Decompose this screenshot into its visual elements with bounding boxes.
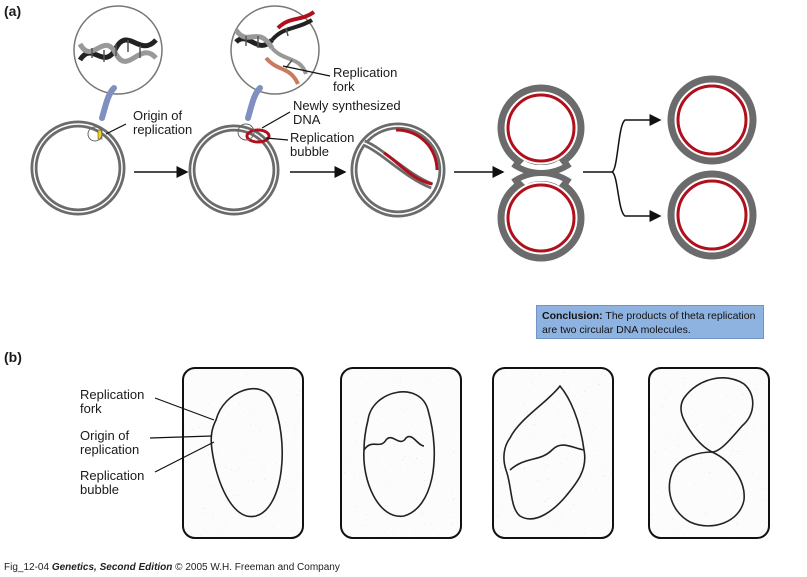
figure-eight-dna (497, 84, 585, 262)
origin-label-a-line2: replication (133, 122, 192, 137)
conclusion-heading: Conclusion: (542, 310, 603, 322)
bubble-label-b-line2: bubble (80, 482, 119, 497)
micrograph-4 (648, 367, 770, 539)
circular-dna-step2 (188, 123, 280, 216)
origin-label-a-line1: Origin of (133, 108, 183, 123)
caption-fig-id: Fig_12-04 (4, 562, 50, 573)
conclusion-text: The products of theta replication are tw… (542, 310, 756, 336)
fork-label-a-line1: Replication (333, 65, 397, 80)
panel-a-label: (a) (4, 3, 21, 19)
replication-bubble-small (245, 128, 271, 144)
caption-book: Genetics, Second Edition (51, 562, 173, 573)
bubble-label-a-line2: bubble (290, 144, 329, 159)
helix-inset-2 (230, 5, 320, 121)
daughter-circle-top (667, 75, 757, 165)
origin-label-b-line2: replication (80, 442, 139, 457)
conclusion-box: Conclusion: The products of theta replic… (536, 305, 764, 339)
panel-b-label: (b) (4, 349, 22, 365)
panel-b-leader-lines (149, 397, 215, 473)
caption-credit: © 2005 W.H. Freeman and Company (175, 562, 340, 573)
micrograph-2 (340, 367, 462, 539)
newly-synth-label-line1: Newly synthesized (293, 98, 401, 113)
fork-label-b-line1: Replication (80, 387, 144, 402)
inset-arrow-2 (245, 85, 263, 121)
fork-label-a-line2: fork (333, 79, 355, 94)
branch-arrows (583, 114, 662, 222)
daughter-circle-bottom (667, 170, 757, 260)
bubble-label-a-line1: Replication (290, 130, 354, 145)
inset-arrow-1 (99, 85, 117, 121)
fork-label-b-line2: fork (80, 401, 102, 416)
helix-inset-1 (73, 5, 163, 142)
origin-label-b-line1: Origin of (80, 428, 130, 443)
circular-dna-step3 (350, 122, 446, 218)
micrograph-3 (492, 367, 614, 539)
newly-synth-label-line2: DNA (293, 112, 321, 127)
micrograph-1 (182, 367, 304, 539)
circular-dna-step1 (30, 120, 126, 216)
bubble-label-b-line1: Replication (80, 468, 144, 483)
figure-caption: Fig_12-04 Genetics, Second Edition © 200… (4, 562, 340, 573)
